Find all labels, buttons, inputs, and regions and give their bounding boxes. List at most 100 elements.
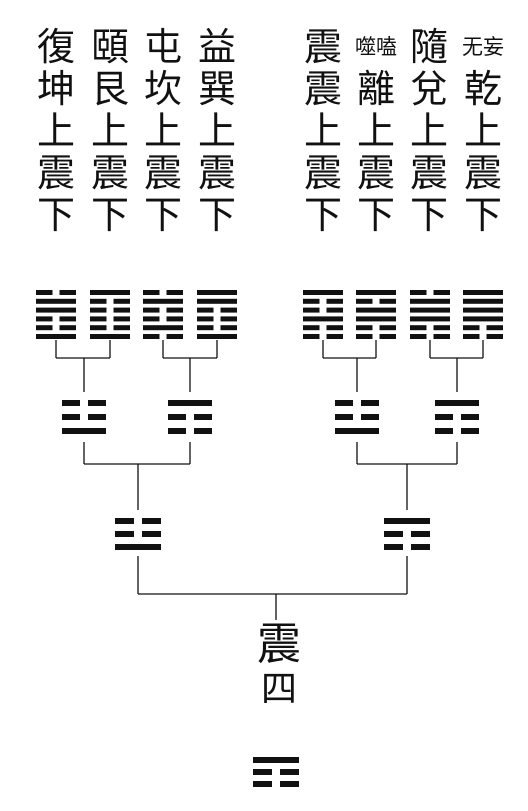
broken-line-left: [62, 414, 80, 420]
solid-line: [253, 757, 299, 763]
solid-line: [463, 298, 503, 304]
column-char: 坤: [36, 67, 75, 111]
broken-line-right: [59, 316, 76, 322]
broken-line-left: [463, 334, 480, 339]
broken-line-right: [142, 518, 161, 524]
broken-line-left: [36, 325, 53, 331]
broken-line-right: [326, 298, 343, 304]
solid-line: [384, 518, 430, 524]
broken-line-left: [356, 334, 373, 339]
broken-line-right: [379, 325, 396, 331]
solid-line: [143, 298, 183, 304]
hexagram: [197, 290, 237, 339]
solid-line: [168, 400, 212, 406]
broken-line-right: [166, 290, 183, 295]
column-char: 下: [409, 193, 448, 237]
column-char: 上: [356, 109, 395, 153]
broken-line-right: [113, 316, 130, 322]
column-fu: 復 坤 上 震 下: [31, 26, 81, 236]
broken-line-left: [384, 531, 403, 537]
column-char: 下: [143, 193, 182, 237]
solid-line: [410, 298, 450, 304]
solid-line: [90, 290, 130, 295]
column-char: 震: [90, 151, 129, 195]
solid-line: [62, 428, 106, 434]
broken-line-left: [435, 414, 453, 420]
trigram: [168, 400, 212, 434]
solid-line: [197, 298, 237, 304]
broken-line-right: [379, 334, 396, 339]
solid-line: [303, 316, 343, 322]
column-char: 震: [303, 67, 342, 111]
column-char: 復: [36, 25, 75, 69]
trigram: [62, 400, 106, 434]
column-small-char: 噬嗑: [355, 35, 397, 59]
hexagram: [303, 290, 343, 339]
broken-line-right: [59, 325, 76, 331]
column-shike: 噬嗑 離 上 震 下: [351, 26, 401, 236]
column-small-char: 无妄: [462, 35, 504, 59]
column-char: 兌: [409, 67, 448, 111]
broken-line-right: [433, 334, 450, 339]
solid-line: [463, 290, 503, 295]
solid-line: [197, 334, 237, 339]
broken-line-right: [166, 334, 183, 339]
solid-line: [435, 400, 479, 406]
column-char: 下: [36, 193, 75, 237]
column-sui: 隨 兌 上 震 下: [404, 26, 454, 236]
broken-line-right: [433, 290, 450, 295]
column-char: 下: [303, 193, 342, 237]
column-char: 屯: [143, 25, 182, 69]
hexagram: [36, 290, 76, 339]
trigram-row-lower: [115, 518, 430, 550]
solid-line: [303, 290, 343, 295]
broken-line-right: [361, 414, 379, 420]
broken-line-left: [90, 316, 107, 322]
broken-line-left: [143, 290, 160, 295]
column-char: 上: [463, 109, 502, 153]
solid-line: [36, 334, 76, 339]
broken-line-right: [220, 307, 237, 313]
hexagram: [90, 290, 130, 339]
broken-line-right: [194, 428, 212, 434]
column-char: 震: [197, 151, 236, 195]
column-char: 震: [303, 25, 342, 69]
column-char: 下: [90, 193, 129, 237]
trigram: [384, 518, 430, 550]
column-char: 上: [36, 109, 75, 153]
broken-line-left: [168, 414, 186, 420]
solid-line: [356, 290, 396, 295]
hexagram: [463, 290, 503, 339]
broken-line-right: [361, 400, 379, 406]
broken-line-left: [303, 298, 320, 304]
column-char: 巽: [197, 67, 236, 111]
broken-line-left: [410, 334, 427, 339]
broken-line-right: [280, 769, 299, 775]
column-char: 震: [356, 151, 395, 195]
broken-line-right: [113, 298, 130, 304]
broken-line-right: [142, 531, 161, 537]
column-char: 乾: [463, 67, 502, 111]
broken-line-right: [326, 334, 343, 339]
column-char: 震: [36, 151, 75, 195]
broken-line-right: [326, 307, 343, 313]
hexagram: [143, 290, 183, 339]
broken-line-left: [90, 298, 107, 304]
column-zhun: 屯 坎 上 震 下: [138, 26, 188, 236]
column-char: 坎: [143, 67, 182, 111]
broken-line-left: [168, 428, 186, 434]
solid-line: [115, 544, 161, 550]
solid-line: [463, 307, 503, 313]
column-char: 上: [303, 109, 342, 153]
broken-line-left: [90, 325, 107, 331]
broken-line-left: [384, 544, 403, 550]
trigram-row-middle: [62, 400, 479, 434]
column-char: 艮: [90, 67, 129, 111]
column-char: 下: [197, 193, 236, 237]
column-small-title: 噬嗑: [351, 26, 401, 68]
broken-line-right: [411, 531, 430, 537]
column-char: 震: [463, 151, 502, 195]
broken-line-left: [253, 769, 272, 775]
broken-line-right: [194, 414, 212, 420]
